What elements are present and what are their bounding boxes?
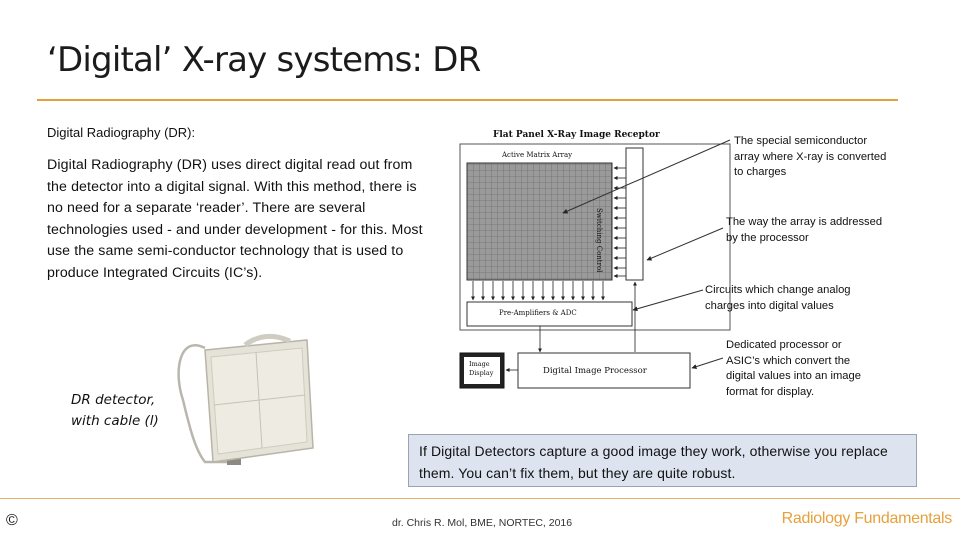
callout-box: If Digital Detectors capture a good imag… — [408, 434, 917, 487]
preamp-label: Pre-Amplifiers & ADC — [499, 309, 577, 317]
footer-brand: Radiology Fundamentals — [781, 510, 953, 527]
copyright-symbol: © — [6, 512, 18, 529]
detector-caption: DR detector, with cable (l) — [71, 390, 159, 432]
title-divider — [37, 99, 898, 101]
switching-control-label: Switching Control — [595, 208, 603, 273]
display-label: Image Display — [469, 360, 493, 378]
annotation-adc: Circuits which change analog charges int… — [705, 284, 851, 312]
footer-credit: dr. Chris R. Mol, BME, NORTEC, 2016 — [392, 517, 573, 529]
processor-label: Digital Image Processor — [543, 366, 647, 376]
detector-caption-line-1: DR detector, — [71, 392, 156, 408]
dr-detector-image — [175, 330, 325, 475]
footer-divider — [0, 498, 960, 499]
slide-title: ‘Digital’ X-ray systems: DR — [47, 40, 481, 80]
callout-text: If Digital Detectors capture a good imag… — [419, 443, 888, 481]
annotation-processor: Dedicated processor or ASIC’s which conv… — [726, 339, 861, 398]
diagram-title: Flat Panel X-Ray Image Receptor — [493, 130, 660, 140]
dr-detector-illustration — [177, 333, 314, 465]
flat-panel-diagram-graphics — [459, 139, 731, 389]
flat-panel-diagram: Flat Panel X-Ray Image Receptor Active M… — [455, 128, 905, 403]
section-subheading: Digital Radiography (DR): — [47, 125, 196, 140]
footer — [0, 497, 960, 540]
detector-caption-line-2: with cable (l) — [71, 413, 159, 429]
body-paragraph: Digital Radiography (DR) uses direct dig… — [47, 157, 423, 281]
annotation-array: The special semiconductor array where X-… — [734, 135, 887, 178]
display-label-line-2: Display — [469, 369, 494, 377]
display-label-line-1: Image — [469, 360, 490, 368]
annotation-switching: The way the array is addressed by the pr… — [726, 216, 883, 244]
array-label: Active Matrix Array — [502, 151, 573, 159]
